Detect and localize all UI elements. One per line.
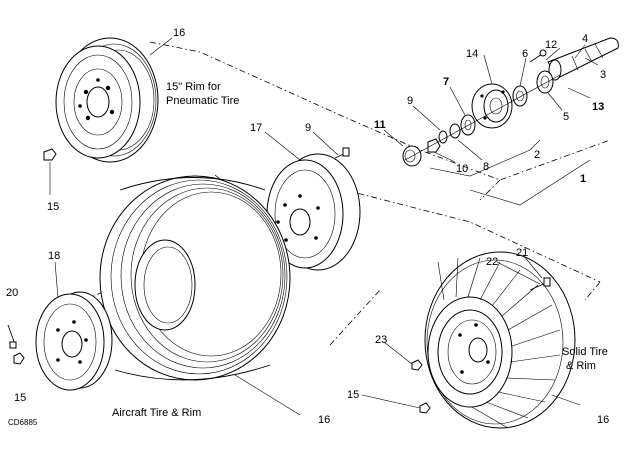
callout-6: 6 [522,48,528,60]
caption-rim-15-line2: Pneumatic Tire [166,95,239,107]
callout-9-rim: 9 [305,122,311,134]
callout-7: 7 [443,76,449,88]
callout-15-solid: 15 [347,389,359,401]
rim-15-inch [43,37,159,195]
callout-3: 3 [600,69,606,81]
caption-aircraft: Aircraft Tire & Rim [112,407,201,419]
caption-solid-line1: Solid Tire [562,346,608,358]
callout-2: 2 [534,149,540,161]
aircraft-rim-18 [7,291,113,391]
caption-solid-line2: & Rim [566,360,596,372]
callout-16-solid: 16 [597,414,609,426]
rim-17 [266,147,361,271]
callout-21: 21 [516,247,528,259]
callout-18: 18 [48,250,60,262]
callout-14: 14 [466,48,478,60]
caption-rim-15-line1: 15" Rim for [166,81,221,93]
callout-4: 4 [582,33,588,45]
callout-16-top: 16 [173,27,185,39]
callout-1: 1 [580,173,586,185]
figure-code: CD6885 [8,418,38,427]
solid-tire-rim [411,251,576,429]
callout-8: 8 [483,161,489,173]
callout-9-hub: 9 [407,95,413,107]
callout-23: 23 [375,334,387,346]
callout-15-bottom: 15 [14,392,26,404]
leader-lines [54,37,599,416]
callout-20: 20 [6,287,18,299]
callout-13: 13 [592,101,604,113]
callout-17: 17 [250,122,262,134]
callout-22: 22 [486,256,498,268]
aircraft-tire [99,175,291,381]
callout-15-left: 15 [47,201,59,213]
callout-16-aircraft: 16 [318,414,330,426]
callout-11: 11 [374,119,386,131]
hub-spindle-assembly [402,37,619,206]
callout-5: 5 [563,111,569,123]
callout-12: 12 [545,39,557,51]
callout-10: 10 [456,163,468,175]
